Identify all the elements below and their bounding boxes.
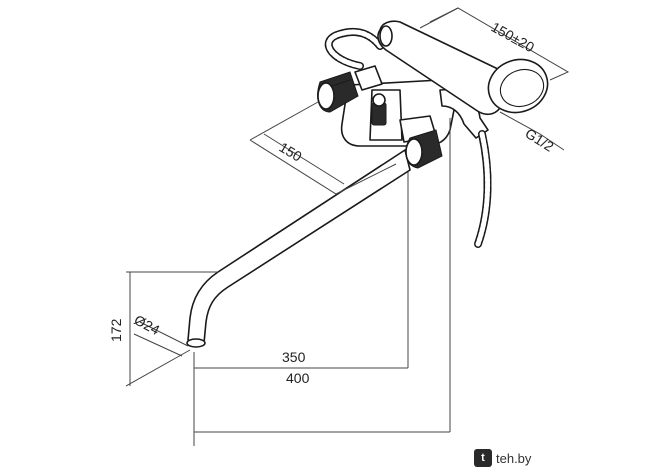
hand-shower-tip: [379, 25, 393, 47]
handle-left-cap: [317, 82, 335, 110]
hand-shower: [377, 20, 549, 116]
watermark-text: teh.by: [496, 450, 532, 466]
dim-reach-outer-label: 400: [286, 370, 310, 386]
t-logo-icon: t: [474, 449, 492, 467]
hand-shower-face: [499, 68, 545, 108]
shower-hose: [324, 27, 492, 248]
spout-tube: [187, 149, 411, 344]
spout: [186, 149, 411, 348]
dim-thread: [499, 111, 565, 151]
dim-reach-inner-label: 350: [282, 349, 306, 365]
dim-reach: [193, 118, 451, 446]
watermark: t teh.by: [474, 447, 531, 469]
dim-diameter: [133, 321, 189, 357]
handle-left: [317, 71, 359, 113]
handle-right: [405, 129, 443, 169]
handle-right-cap: [405, 138, 423, 166]
dim-handshower-label: 150±20: [489, 19, 538, 56]
dim-height-label: 172: [108, 318, 124, 342]
dim-offset-label: 150: [276, 139, 304, 165]
dim-handshower: [419, 7, 570, 81]
spout-outlet: [186, 338, 206, 348]
dim-thread-label: G1/2: [522, 125, 556, 155]
dim-height: [125, 271, 218, 387]
connector-left: [354, 65, 383, 91]
diverter-cap: [372, 93, 386, 107]
faucet-body: [340, 65, 489, 147]
dim-offset: [249, 101, 397, 195]
dim-diameter-label: Ø24: [132, 312, 163, 339]
